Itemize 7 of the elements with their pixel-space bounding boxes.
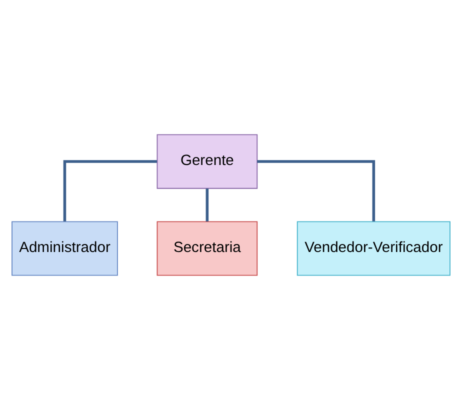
connector [63, 160, 157, 222]
node-box: Vendedor-Verificador [296, 221, 450, 276]
node-box: Secretaria [156, 221, 258, 276]
connector [206, 188, 209, 222]
connector [257, 160, 376, 222]
node-box: Gerente [156, 134, 258, 189]
node-box: Administrador [12, 221, 118, 276]
